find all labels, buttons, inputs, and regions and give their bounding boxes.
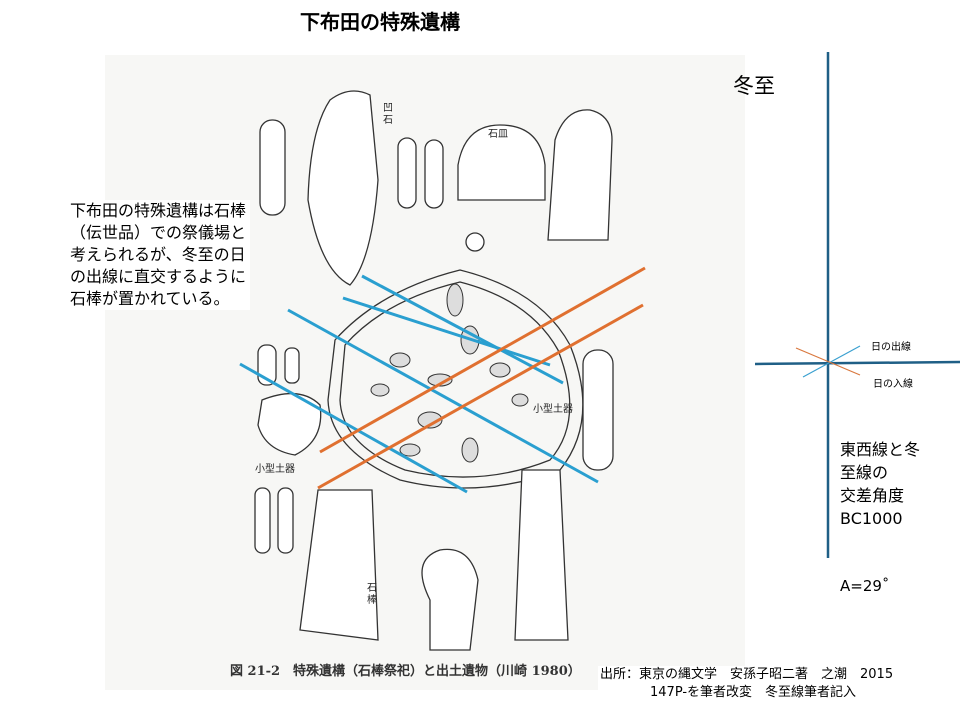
orange-line xyxy=(319,266,646,454)
slide-title: 下布田の特殊遺構 xyxy=(300,10,460,34)
angle-caption: 東西線と冬 至線の 交差角度 BC1000 xyxy=(840,438,920,530)
east-west-axis xyxy=(754,360,960,366)
stone-rod-head-drawing xyxy=(547,109,613,241)
stone-rod-drawing xyxy=(424,139,444,209)
stone-rod-head-drawing xyxy=(421,548,479,651)
angle-caption-line: 至線の xyxy=(840,463,889,482)
stone-rod-drawing xyxy=(397,137,417,209)
angle-value: A=29˚ xyxy=(840,577,890,595)
label-small-pottery: 小型土器 xyxy=(255,464,295,475)
sunset-line xyxy=(795,347,861,376)
sunrise-label: 日の出線 xyxy=(871,342,911,353)
orange-line xyxy=(317,303,644,490)
stone-rod-drawing xyxy=(259,119,286,216)
label-small-pottery: 小型土器 xyxy=(533,404,573,415)
label-stone-rod: 石棒 xyxy=(367,583,377,606)
inner-boundary xyxy=(339,281,571,478)
excavation-figure: 凹石 石皿 小型土器 小型土器 石棒 xyxy=(105,55,745,690)
blue-line xyxy=(239,362,468,494)
figure-caption: 図 21-2 特殊遺構（石棒祭祀）と出土遺物（川崎 1980） xyxy=(230,664,581,679)
stone-rod-drawing xyxy=(299,489,379,641)
sunset-label: 日の入線 xyxy=(873,379,913,390)
label-hollow-stone: 凹石 xyxy=(383,103,393,126)
perpendicular-lines xyxy=(239,274,599,494)
label-stone-plate: 石皿 xyxy=(488,129,508,140)
blue-line xyxy=(361,274,564,385)
angle-caption-line: 東西線と冬 xyxy=(840,440,921,459)
angle-caption-line: BC1000 xyxy=(840,509,903,528)
stone-rod-drawing xyxy=(582,349,614,471)
blue-line xyxy=(287,308,599,484)
angle-caption-line: 交差角度 xyxy=(840,486,905,505)
explanation-text: 下布田の特殊遺構は石棒（伝世品）での祭儀場と考えられるが、冬至の日の出線に直交す… xyxy=(70,200,250,310)
source-citation: 出所：東京の縄文学 安孫子昭二著 之潮 2015 147P-を筆者改変 冬至線筆… xyxy=(598,666,894,702)
blue-line xyxy=(342,296,551,367)
stone-rod-drawing xyxy=(514,469,569,641)
solstice-lines xyxy=(317,266,646,490)
sunrise-line xyxy=(802,345,861,378)
excavation-drawing xyxy=(239,90,646,651)
hollow-stone-drawing xyxy=(307,90,379,286)
winter-solstice-heading: 冬至 xyxy=(733,74,775,98)
source-line: 出所：東京の縄文学 安孫子昭二著 之潮 2015 xyxy=(600,667,894,682)
stone-plate-drawing xyxy=(457,124,546,201)
source-line: 147P-を筆者改変 冬至線筆者記入 xyxy=(650,685,857,700)
